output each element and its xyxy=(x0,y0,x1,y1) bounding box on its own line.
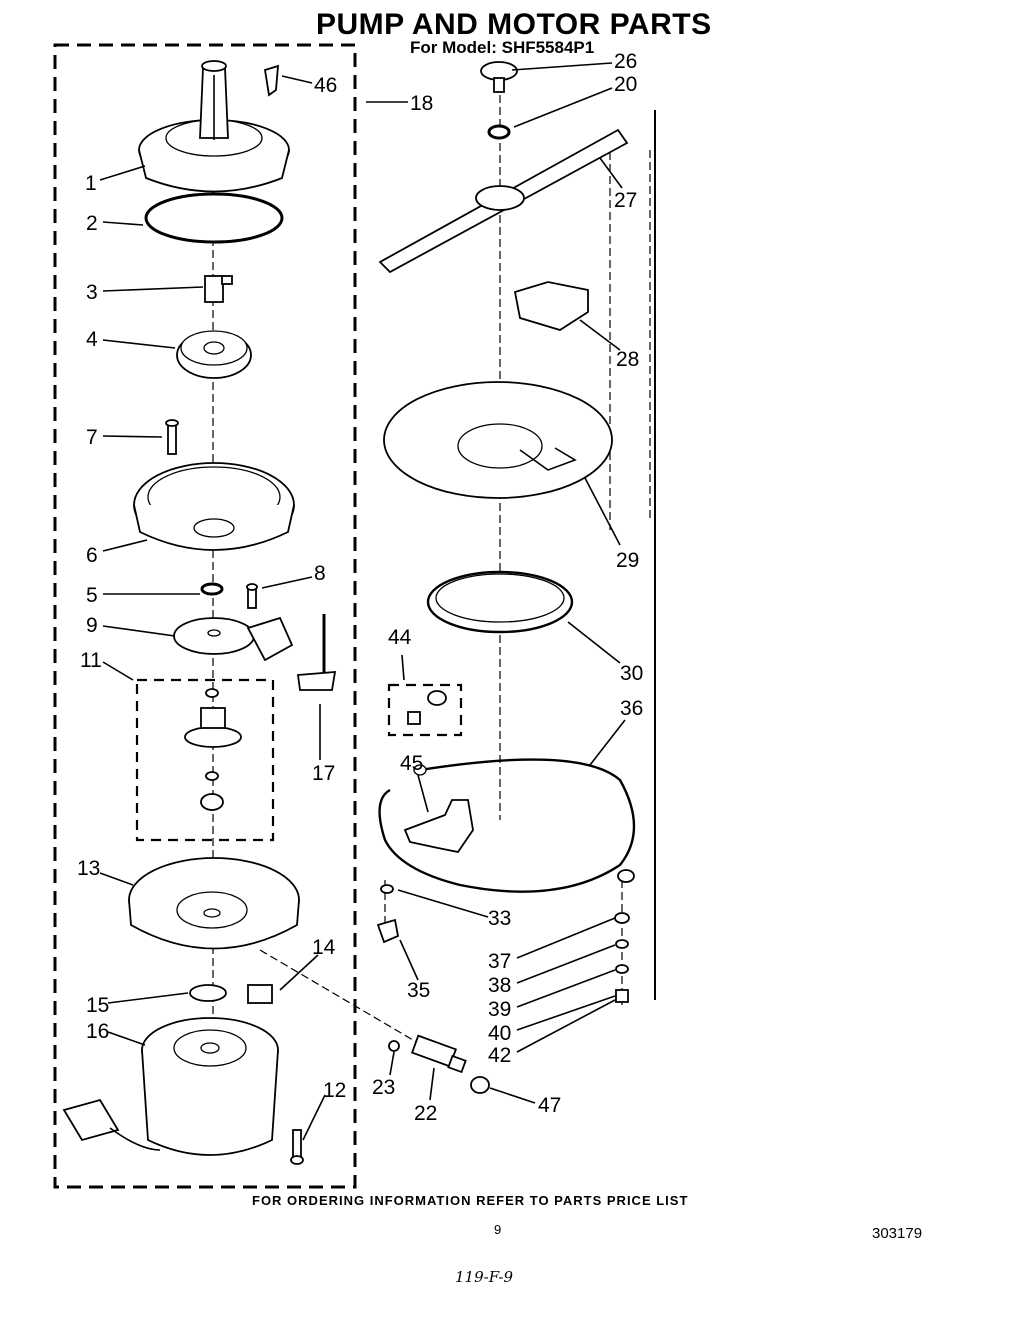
callout-12: 12 xyxy=(323,1079,346,1102)
leader-lines xyxy=(99,62,626,1141)
kit-44-boundary xyxy=(387,683,463,737)
callout-14: 14 xyxy=(312,936,336,959)
part-12-screw xyxy=(290,1129,304,1165)
part-27-spray-arm xyxy=(378,128,629,274)
callout-11: 11 xyxy=(80,649,102,672)
callout-36: 36 xyxy=(620,697,643,720)
part-26-cap xyxy=(480,61,518,93)
callout-16: 16 xyxy=(86,1020,109,1043)
part-6-pump-base xyxy=(133,462,295,551)
callout-42: 42 xyxy=(488,1044,511,1067)
callout-26: 26 xyxy=(614,50,637,73)
callout-47: 47 xyxy=(538,1094,561,1117)
part-30-seal-ring xyxy=(426,570,574,634)
part-16-motor xyxy=(62,1017,279,1156)
part-8-screw xyxy=(246,583,258,609)
callout-7: 7 xyxy=(86,426,98,449)
callout-22: 22 xyxy=(414,1102,437,1125)
callout-20: 20 xyxy=(614,73,637,96)
part-35-clip xyxy=(376,918,400,944)
callout-17: 17 xyxy=(312,762,335,785)
callout-4: 4 xyxy=(86,328,98,351)
part-20-washer xyxy=(487,124,511,140)
document-number: 303179 xyxy=(872,1225,923,1242)
callout-37: 37 xyxy=(488,950,511,973)
part-47-nut xyxy=(470,1076,490,1094)
part-46-clip xyxy=(263,64,280,97)
part-3-fitting xyxy=(204,275,233,303)
part-15-seal xyxy=(189,984,227,1002)
part-4-impeller xyxy=(176,330,252,379)
callout-15: 15 xyxy=(86,994,109,1017)
page-number: 9 xyxy=(494,1222,502,1237)
callout-27: 27 xyxy=(614,189,637,212)
part-1-pump-housing-cover xyxy=(138,60,290,193)
callout-44: 44 xyxy=(388,626,412,649)
callout-13: 13 xyxy=(77,857,100,880)
ordering-info-footer: FOR ORDERING INFORMATION REFER TO PARTS … xyxy=(252,1193,689,1208)
part-5-washer xyxy=(200,582,224,596)
part-23-o-ring xyxy=(388,1040,400,1052)
part-13-motor-mount xyxy=(128,857,300,950)
handwritten-note: 119-F-9 xyxy=(455,1268,514,1286)
callout-33: 33 xyxy=(488,907,511,930)
callout-39: 39 xyxy=(488,998,511,1021)
callout-2: 2 xyxy=(86,212,98,235)
callout-46: 46 xyxy=(314,74,337,97)
callout-23: 23 xyxy=(372,1076,395,1099)
impeller-group-boundary xyxy=(135,678,275,842)
callout-40: 40 xyxy=(488,1022,511,1045)
part-11-impeller-assembly xyxy=(184,688,242,811)
callout-6: 6 xyxy=(86,544,98,567)
fastener-stack xyxy=(614,869,635,1003)
part-45-bracket xyxy=(403,799,474,853)
callout-18: 18 xyxy=(410,92,433,115)
callout-35: 35 xyxy=(407,979,430,1002)
page-title: PUMP AND MOTOR PARTS xyxy=(316,8,712,41)
part-2-o-ring xyxy=(144,192,284,244)
callout-8: 8 xyxy=(314,562,326,585)
part-17-switch xyxy=(296,614,337,691)
part-9-plate xyxy=(173,616,294,662)
callout-29: 29 xyxy=(616,549,639,572)
part-33-washer xyxy=(380,884,394,894)
callout-1: 1 xyxy=(85,172,97,195)
callout-38: 38 xyxy=(488,974,511,997)
callout-9: 9 xyxy=(86,614,98,637)
callout-numbers: 1 2 3 4 7 6 5 8 9 11 17 13 14 15 16 12 4… xyxy=(77,50,643,1125)
part-44-kit xyxy=(407,690,447,725)
part-22-valve xyxy=(410,1034,467,1074)
part-28-bracket xyxy=(513,281,589,331)
model-subtitle: For Model: SHF5584P1 xyxy=(410,38,595,57)
callout-5: 5 xyxy=(86,584,98,607)
callout-3: 3 xyxy=(86,281,98,304)
part-29-filter-screen xyxy=(383,381,613,499)
callout-30: 30 xyxy=(620,662,643,685)
pump-assembly-boundary xyxy=(53,43,357,1189)
part-36-wire-harness xyxy=(378,758,636,893)
callout-45: 45 xyxy=(400,752,423,775)
part-7-screw xyxy=(165,419,179,455)
part-14-connector xyxy=(247,984,273,1004)
callout-28: 28 xyxy=(616,348,639,371)
